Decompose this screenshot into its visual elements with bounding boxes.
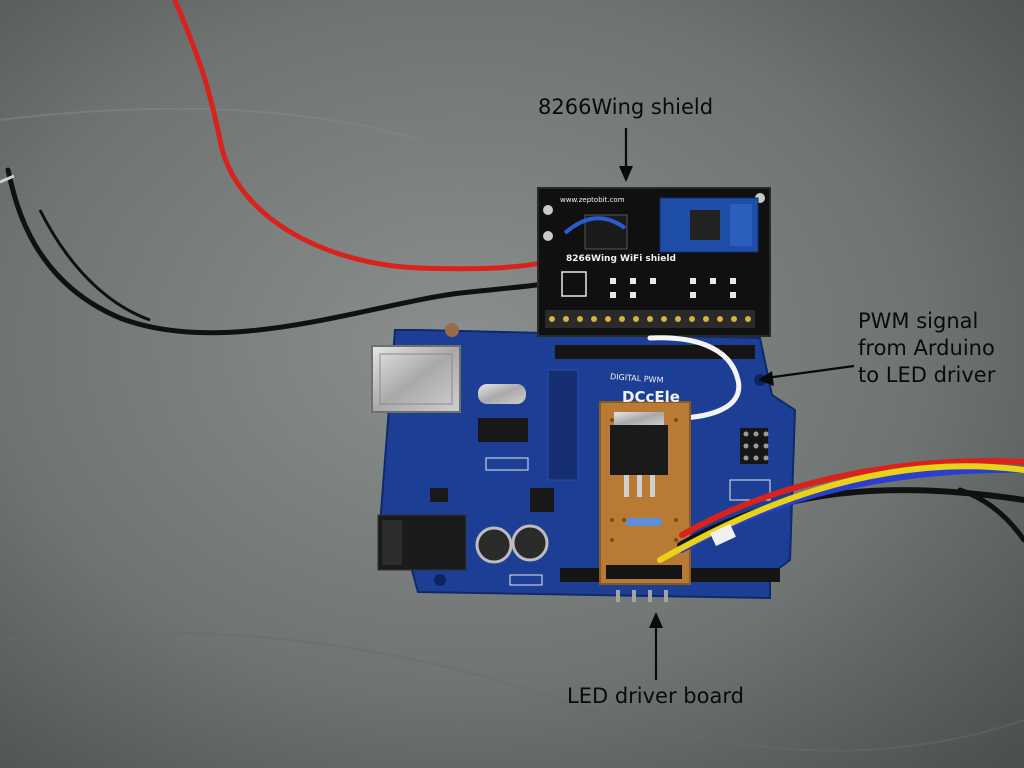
shield-annotation: 8266Wing shield — [538, 95, 714, 119]
driver-arrowhead — [649, 612, 663, 628]
shield-arrowhead — [619, 166, 633, 182]
esp8266-shield — [537, 187, 771, 337]
usb-chip — [478, 418, 528, 442]
shield-url-silkscreen: www.zeptobit.com — [560, 196, 625, 204]
led-driver-annotation: LED driver board — [567, 684, 744, 708]
annotation-arrows — [619, 128, 855, 680]
pwm-annotation-line: to LED driver — [858, 363, 996, 387]
arduino-brand-silkscreen: DCcEle — [622, 388, 680, 406]
usb-connector — [371, 345, 461, 413]
output-wires — [657, 458, 1024, 563]
pwm-arrowhead — [758, 371, 774, 386]
power-wires — [0, 0, 548, 336]
led-driver-board — [599, 401, 691, 602]
capacitor — [511, 524, 549, 562]
signal-wire — [647, 335, 742, 421]
capacitor — [475, 526, 513, 564]
pwm-annotation-line: PWM signal — [858, 309, 979, 333]
pwm-annotation-line: from Arduino — [858, 336, 995, 360]
shield-name-silkscreen: 8266Wing WiFi shield — [566, 254, 676, 264]
pwm-signal-annotation: PWM signal from Arduino to LED driver — [858, 308, 1024, 389]
pwm-arrow — [765, 364, 855, 380]
mosfet — [610, 425, 668, 475]
